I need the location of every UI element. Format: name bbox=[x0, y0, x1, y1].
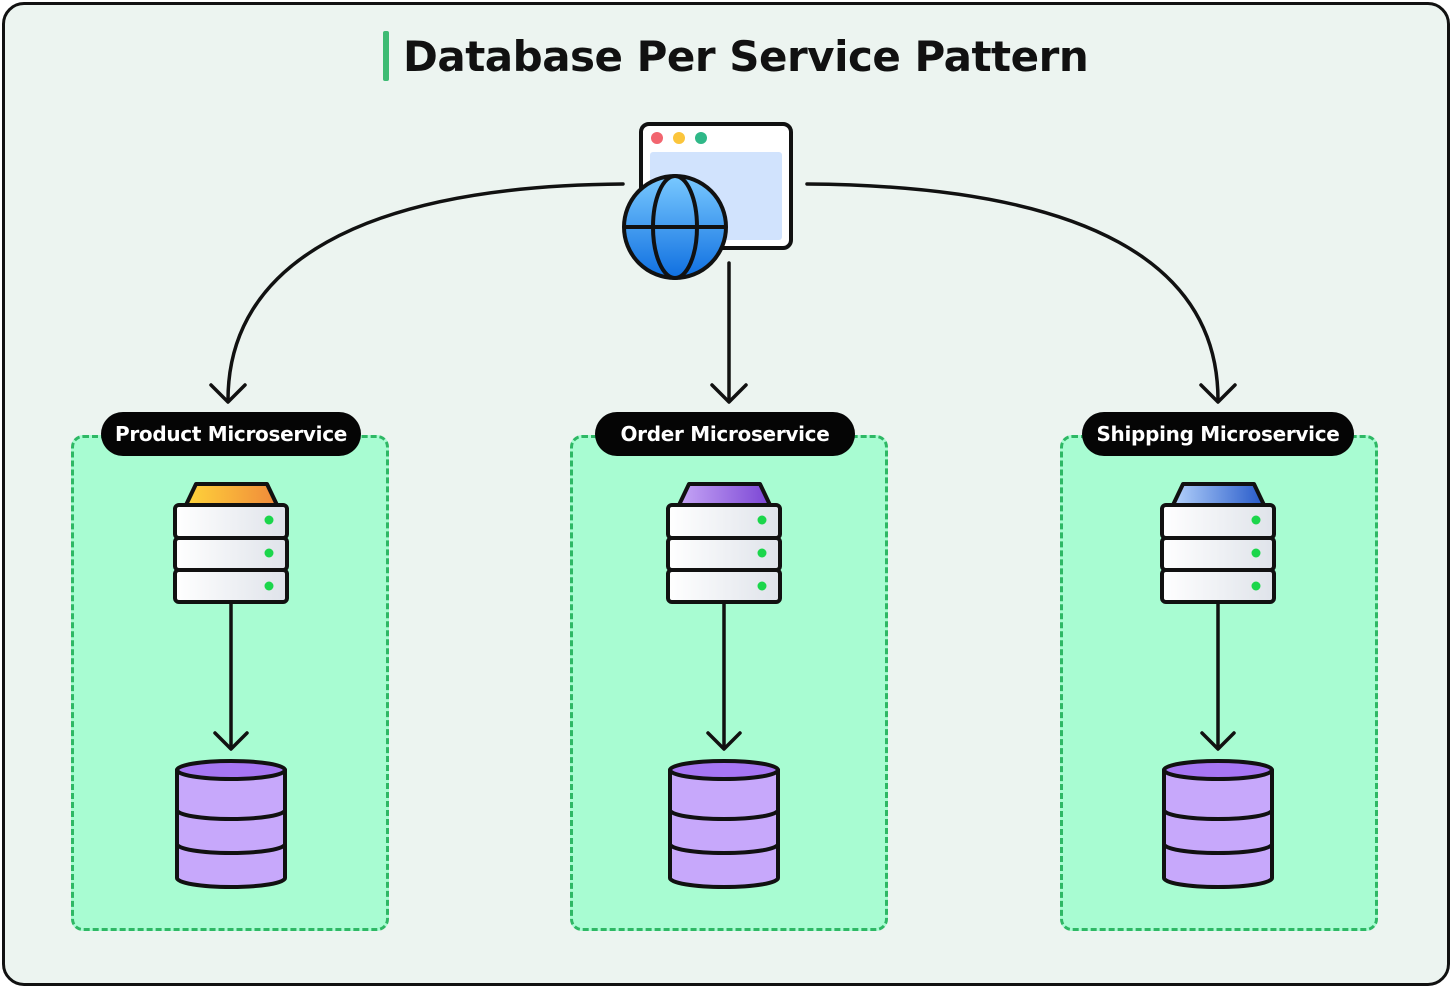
order-database-icon bbox=[668, 759, 780, 889]
page-title: Database Per Service Pattern bbox=[403, 31, 1089, 81]
connection-arrows bbox=[209, 182, 1237, 404]
arrow-to-product bbox=[226, 182, 625, 402]
arrow-to-shipping bbox=[805, 182, 1220, 402]
product-service-label: Product Microservice bbox=[101, 412, 361, 456]
title-group: Database Per Service Pattern bbox=[383, 30, 1089, 82]
product-server-to-db-arrow bbox=[213, 602, 249, 751]
arrowhead-shipping bbox=[1199, 383, 1237, 404]
order-server-icon bbox=[666, 482, 782, 604]
arrowhead-product bbox=[209, 383, 247, 404]
shipping-server-to-db-arrow bbox=[1200, 602, 1236, 751]
shipping-server-icon bbox=[1160, 482, 1276, 604]
order-service-label: Order Microservice bbox=[595, 412, 855, 456]
shipping-database-icon bbox=[1162, 759, 1274, 889]
product-server-icon bbox=[173, 482, 289, 604]
shipping-service-label: Shipping Microservice bbox=[1082, 412, 1354, 456]
title-accent-bar bbox=[383, 31, 389, 81]
globe-icon bbox=[622, 174, 728, 280]
order-server-to-db-arrow bbox=[706, 602, 742, 751]
arrowhead-order bbox=[710, 383, 748, 404]
product-database-icon bbox=[175, 759, 287, 889]
